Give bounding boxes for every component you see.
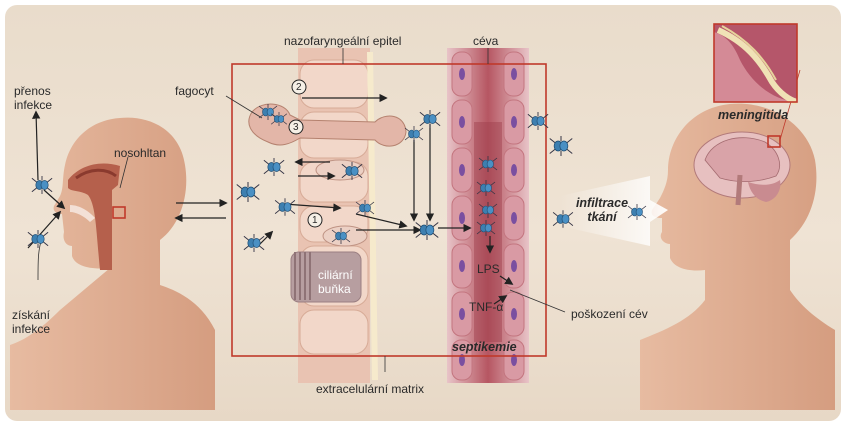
step-2-label: 2 — [296, 82, 302, 93]
step-1-circle — [307, 212, 323, 228]
ciliated-cell-label: ciliární buňka — [318, 268, 353, 296]
epithelium-label: nazofaryngeální epitel — [284, 34, 402, 48]
meningitis-label: meningitida — [718, 108, 789, 122]
meninges-marker — [767, 135, 781, 148]
ciliated-cell — [290, 251, 362, 303]
transmission-label: přenos infekce — [14, 84, 53, 112]
lps-label: LPS — [477, 262, 500, 276]
tnf-label: TNF-α — [469, 300, 504, 314]
vessel-label: céva — [473, 34, 499, 48]
step-1-label: 1 — [312, 215, 318, 226]
step-2-circle — [291, 79, 307, 95]
left-head — [10, 117, 215, 410]
step-3-circle — [288, 119, 304, 135]
acquisition-label: získání infekce — [12, 308, 51, 336]
nasopharynx-marker — [112, 206, 126, 219]
nasopharynx-label: nosohltan — [114, 146, 167, 160]
step-3-label: 3 — [293, 122, 299, 133]
infiltration-arrow — [560, 176, 668, 246]
meningitis-inset — [713, 23, 798, 105]
right-head — [640, 23, 835, 410]
matrix-label: extracelulární matrix — [316, 382, 425, 396]
infiltration-label: infiltrace tkání — [575, 196, 629, 224]
vessel-damage-label: poškození cév — [571, 307, 648, 321]
septicemia-label: septikemie — [452, 340, 517, 354]
epithelium-frame — [231, 63, 547, 357]
phagocyte-label: fagocyt — [175, 84, 214, 98]
